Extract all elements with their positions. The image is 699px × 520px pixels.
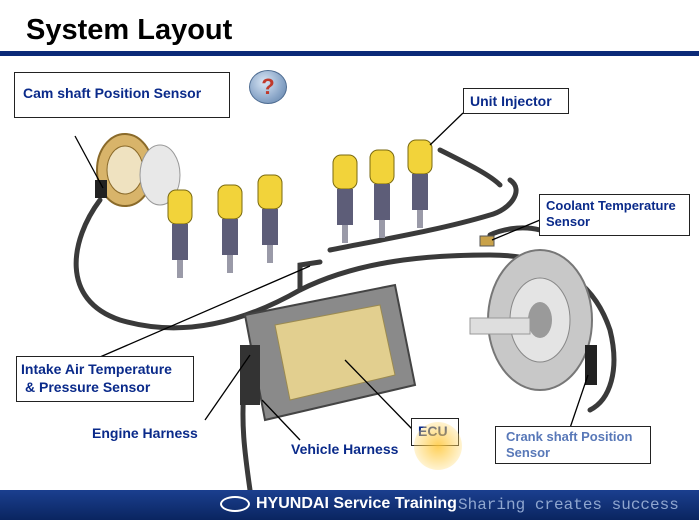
unit-injectors [167, 139, 433, 278]
label-unit-injector: Unit Injector [463, 88, 569, 114]
ecu-unit [240, 283, 417, 422]
footer-bar [0, 490, 699, 520]
hyundai-logo-icon [220, 496, 250, 512]
footer-brand: HYUNDAI Service Training [256, 495, 457, 512]
label-vehicle-harness: Vehicle Harness [291, 441, 399, 457]
label-intake-air-sensor: Intake Air Temperature & Pressure Sensor [16, 356, 194, 402]
label-coolant-sensor: Coolant Temperature Sensor [539, 194, 690, 236]
label-crank-shaft-sensor: Crank shaft Position Sensor [495, 426, 651, 464]
footer-slogan: Sharing creates success [458, 496, 679, 514]
label-engine-harness: Engine Harness [92, 425, 198, 441]
page-title: System Layout [26, 14, 233, 46]
crank-shaft-wheel [469, 249, 597, 391]
coolant-sensor [479, 235, 495, 247]
watermark [414, 422, 462, 470]
cam-shaft-gear [95, 133, 181, 207]
footer-logo: HYUNDAI Service Training [220, 495, 457, 513]
question-icon: ? [261, 74, 275, 99]
title-rule [0, 51, 699, 56]
leader-lines [74, 112, 589, 441]
help-button[interactable]: ? [249, 70, 287, 104]
label-cam-shaft-sensor: Cam shaft Position Sensor [14, 72, 230, 118]
